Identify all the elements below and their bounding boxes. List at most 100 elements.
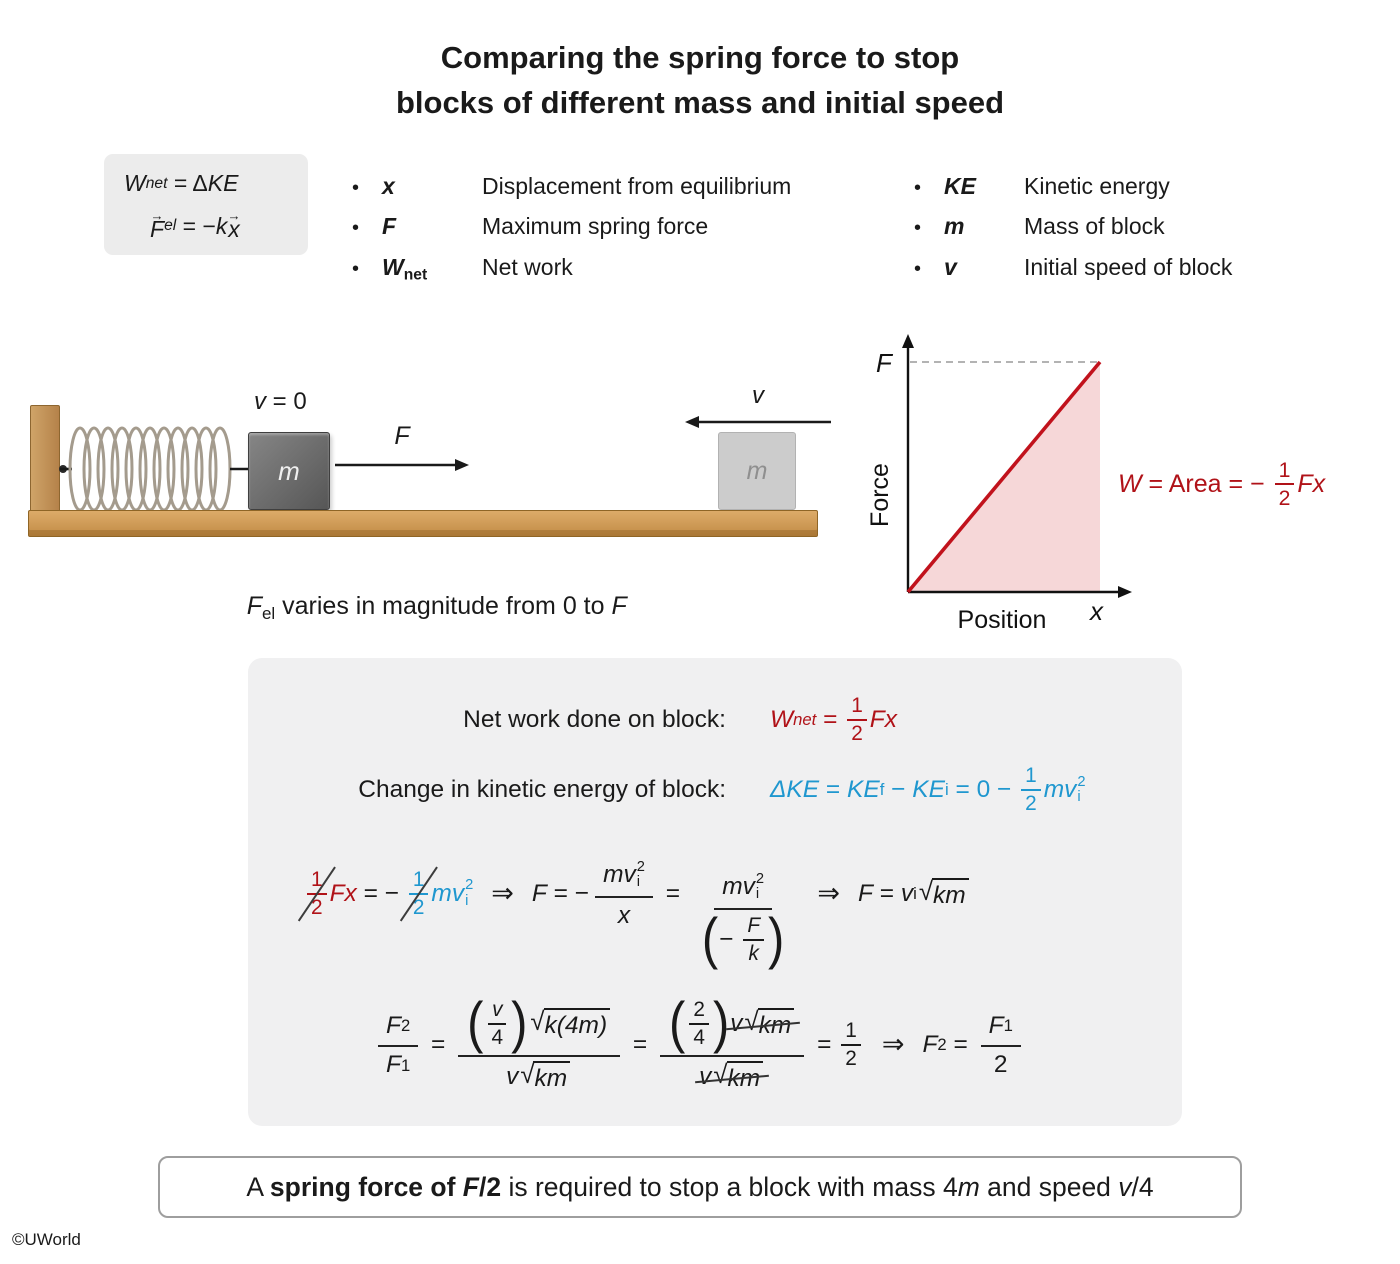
equals: =	[658, 879, 687, 907]
vector-x: →x	[227, 209, 240, 243]
equals-minus: = −	[546, 879, 590, 907]
legend-desc-Wnet: Net work	[482, 253, 573, 280]
implies-icon: ⇒	[817, 878, 840, 909]
symbol-KEi: KE	[912, 775, 945, 803]
left-arrow-icon	[685, 416, 831, 428]
moving-block-mass-label: m	[746, 456, 768, 485]
equals-delta: = Δ	[167, 170, 208, 196]
bullet-icon: •	[352, 177, 360, 199]
force-max-tick-label: F	[876, 348, 894, 378]
bullet-icon: •	[914, 177, 922, 199]
symbol-Fel: F	[246, 592, 262, 620]
initial-velocity-arrow: v	[685, 382, 831, 430]
legend-group-1: • x Displacement from equilibrium • F Ma…	[352, 173, 791, 284]
equals-zero: = 0	[266, 388, 307, 415]
legend-symbol-x: x	[382, 173, 395, 199]
left-paren: (	[669, 992, 686, 1055]
conclusion-mid-2: and speed	[979, 1171, 1119, 1202]
legend-symbol-Wnet: Wnet	[382, 253, 428, 284]
symbol-F: F	[531, 879, 547, 907]
symbol-mv: mv	[431, 879, 465, 907]
subscript-net: net	[145, 174, 168, 192]
symbol-x: x	[228, 216, 240, 243]
legend-group-2: • KE Kinetic energy • m Mass of block • …	[914, 173, 1232, 284]
implies-icon: ⇒	[881, 1029, 905, 1060]
moving-block: m	[718, 432, 796, 510]
subscript-el: el	[261, 603, 276, 623]
sqrt-km: √km	[919, 877, 969, 910]
legend-symbol-v: v	[944, 253, 957, 280]
subscript-el: el	[164, 217, 177, 235]
force-arrow-label: F	[394, 422, 410, 450]
conclusion-bold-2: /2	[478, 1171, 502, 1202]
spring-force-line	[906, 360, 1102, 594]
minus: −	[719, 925, 741, 953]
subscript-i: i	[913, 883, 917, 903]
bullet-icon: •	[352, 217, 360, 240]
legend-desc-m: Mass of block	[1024, 213, 1165, 240]
implies-icon: ⇒	[491, 878, 514, 909]
symbol-F: F	[857, 879, 873, 907]
equals: =	[819, 775, 848, 803]
kinetic-energy-label: Change in kinetic energy of block:	[358, 775, 726, 803]
right-paren: )	[712, 992, 730, 1055]
equals: =	[810, 1030, 839, 1058]
legend-symbol-KE: KE	[944, 173, 976, 199]
x-axis-arrowhead-icon	[1118, 586, 1132, 598]
bullet-icon: •	[914, 217, 922, 240]
symbol-mv: mv	[1043, 775, 1077, 803]
vector-F: →F	[150, 208, 164, 241]
symbol-F: F	[462, 1171, 479, 1202]
equals-zero-minus: = 0 −	[948, 775, 1019, 803]
minus: −	[884, 775, 913, 803]
subscript-f: f	[879, 779, 885, 799]
symbol-KE: KE	[207, 170, 239, 196]
vector-arrow-icon: →	[150, 208, 164, 223]
spring-force-arrow: F	[335, 422, 469, 473]
right-paren: )	[768, 908, 785, 971]
legend-desc-v: Initial speed of block	[1024, 253, 1233, 280]
symbol-KEf: KE	[847, 775, 880, 803]
sqrt-k4m: √k(4m)	[530, 1007, 611, 1040]
symbol-deltaKE: ΔKE	[770, 775, 820, 803]
symbol-F: F	[611, 592, 627, 620]
x-axis-label: Position	[958, 606, 1047, 634]
left-paren: (	[467, 992, 484, 1055]
equals: =	[626, 1030, 655, 1058]
legend-symbol-m: m	[944, 213, 965, 240]
y-axis-label: Force	[866, 463, 894, 527]
spring-coil	[59, 426, 248, 512]
equals: =	[816, 705, 845, 733]
legend-desc-x: Displacement from equilibrium	[482, 173, 792, 199]
initial-velocity-zero-label: v = 0	[254, 388, 307, 416]
block-mass-label: m	[278, 455, 300, 486]
wall	[30, 405, 60, 517]
net-work-label: Net work done on block:	[463, 705, 726, 733]
symbol-v: v	[900, 879, 914, 907]
left-paren: (	[701, 908, 719, 971]
